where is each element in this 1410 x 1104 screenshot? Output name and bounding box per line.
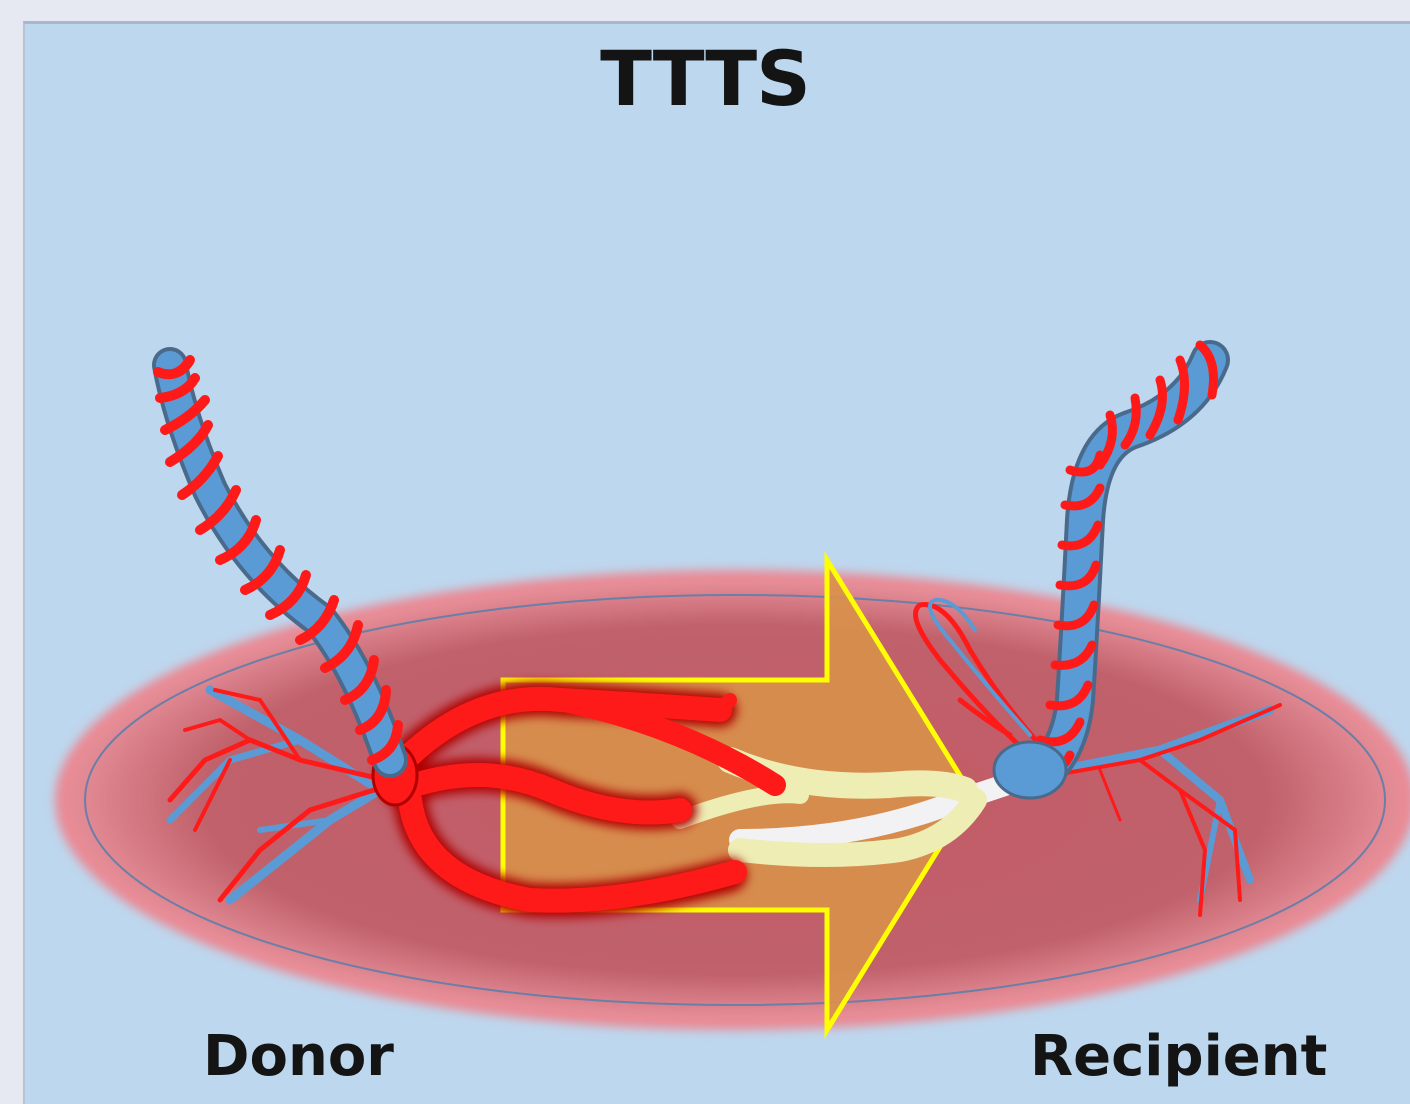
recipient-label: Recipient xyxy=(1030,1024,1327,1089)
donor-label: Donor xyxy=(203,1024,394,1089)
diagram-title: TTTS xyxy=(0,34,1410,123)
